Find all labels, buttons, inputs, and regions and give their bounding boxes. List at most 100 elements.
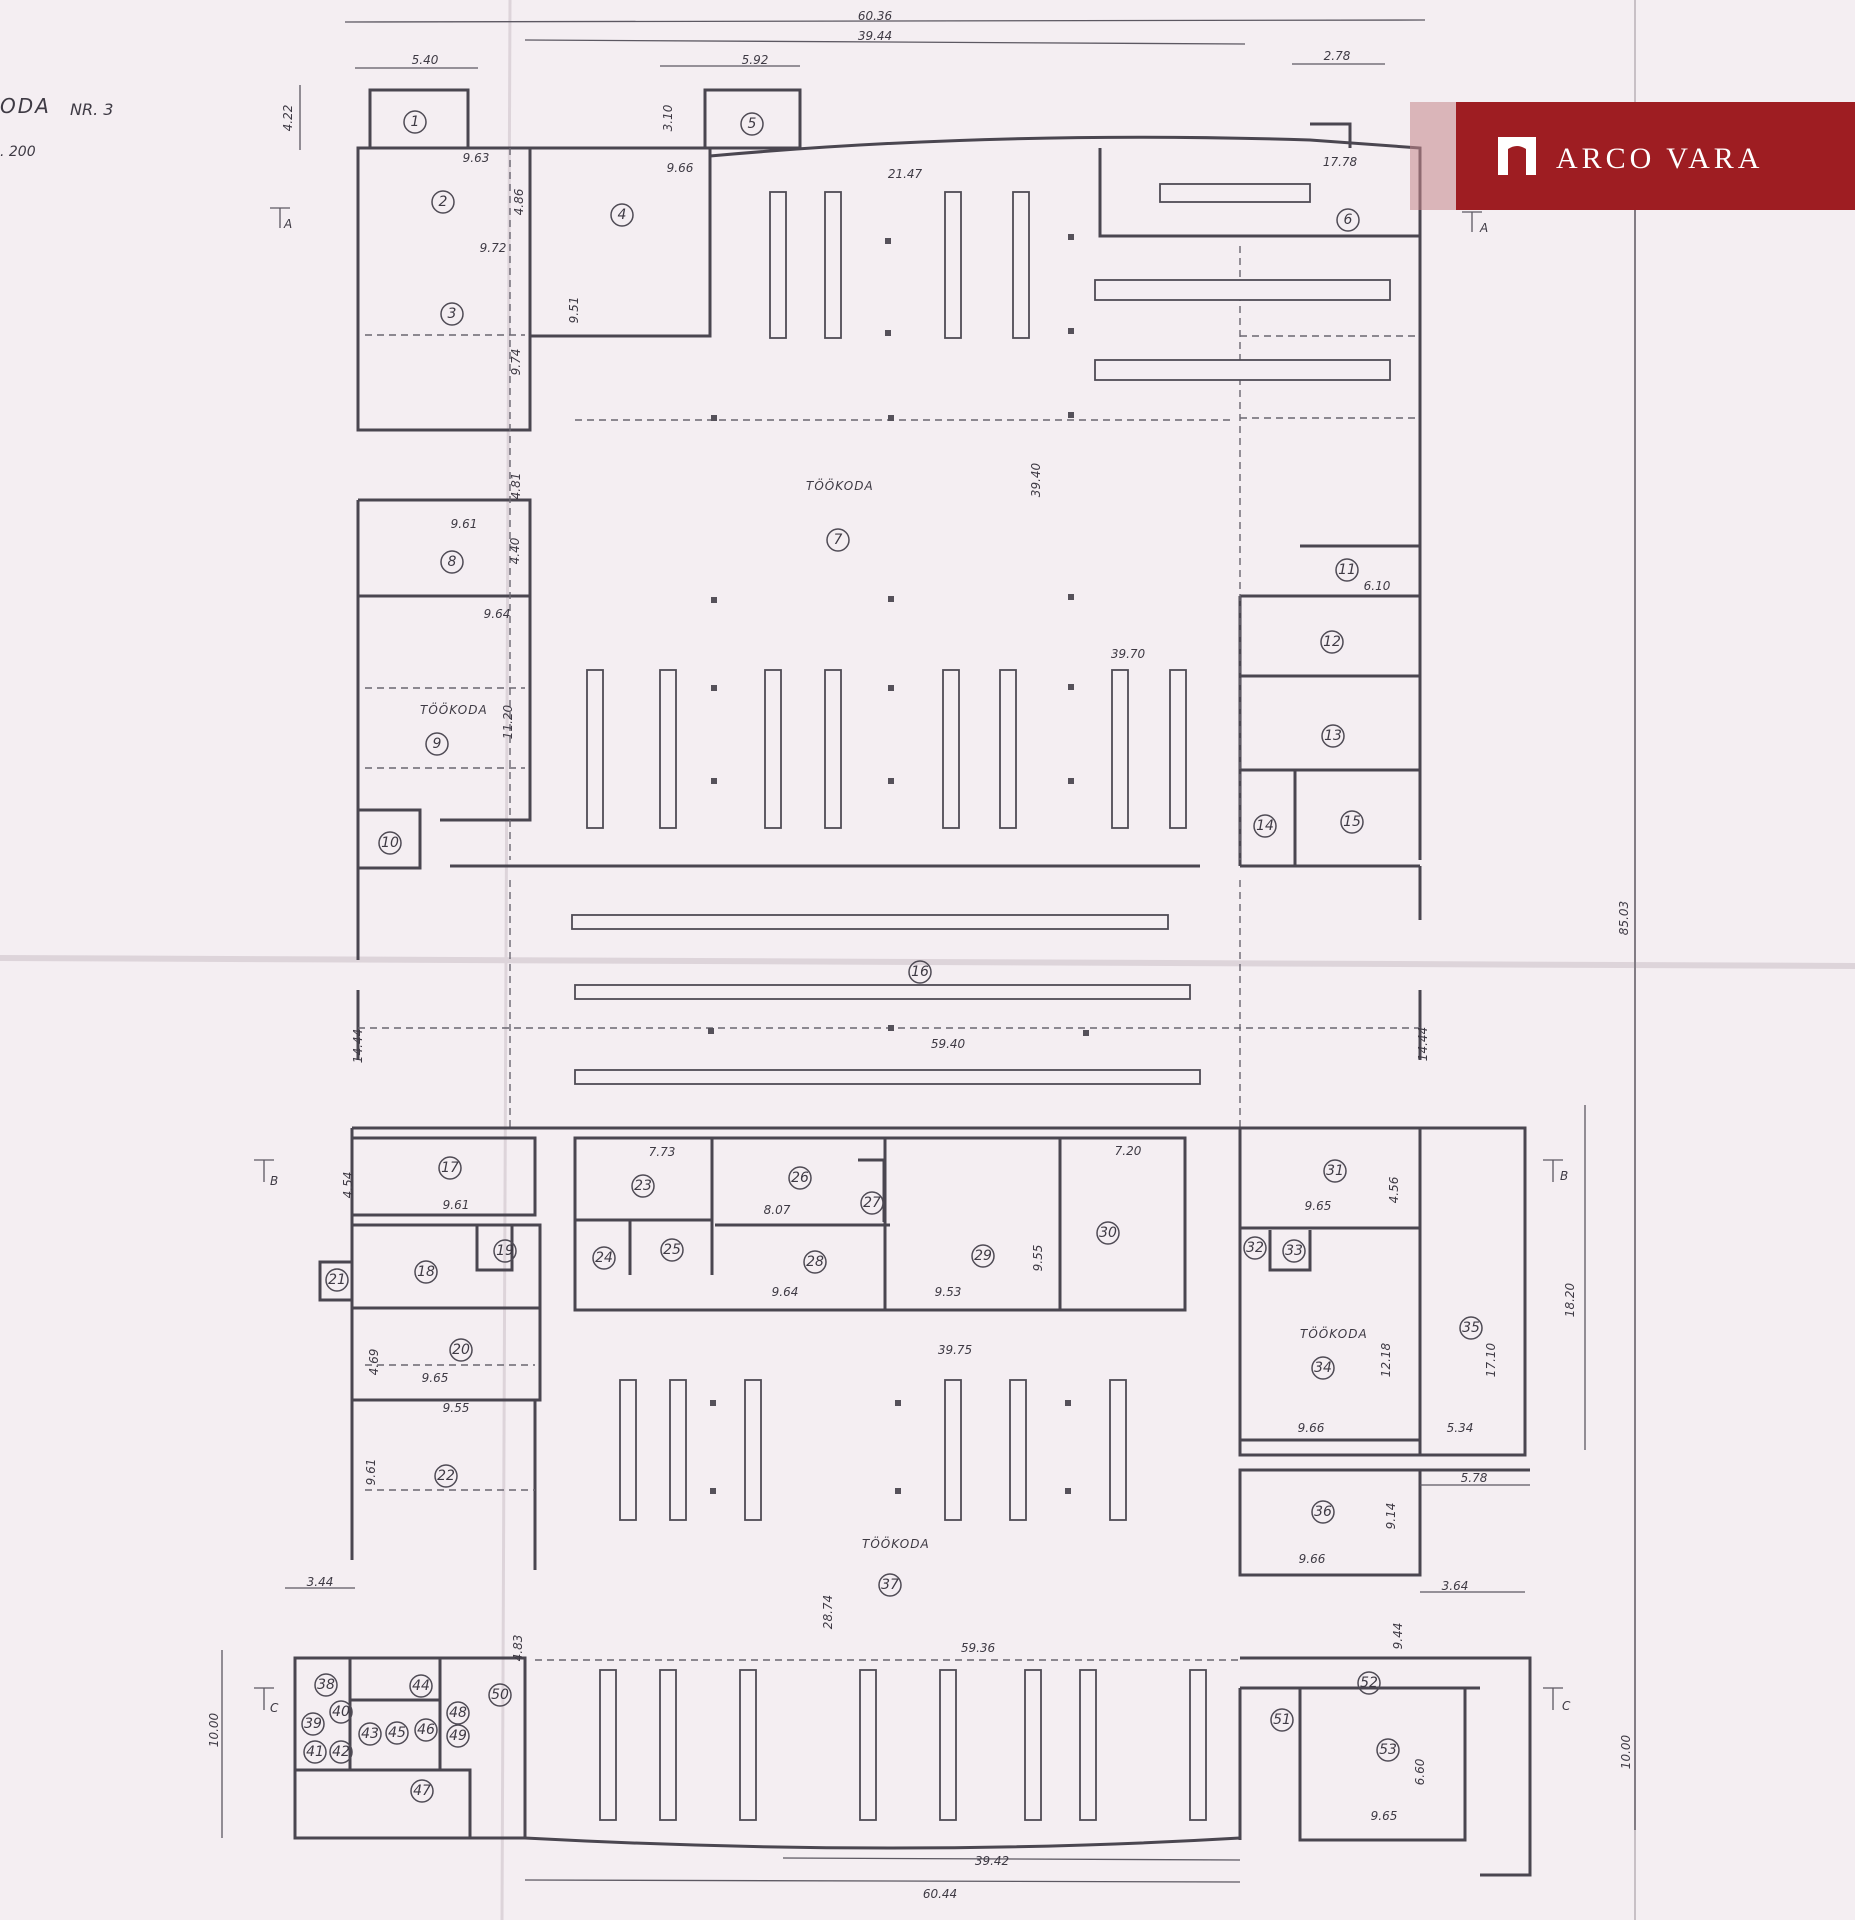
room-circle-24 — [592, 1246, 616, 1270]
room-number-50: 50 — [491, 1687, 509, 1703]
dimension-wall-1: 4.22 — [281, 105, 295, 132]
room-number-9: 9 — [433, 736, 442, 752]
room-circle-11 — [1335, 558, 1359, 582]
room-number-21: 21 — [328, 1272, 346, 1288]
dimension-r35: 5.34 — [1447, 1421, 1474, 1435]
room-number-27: 27 — [863, 1195, 881, 1211]
room-number-17: 17 — [441, 1160, 459, 1176]
dimension-r31: 9.65 — [1305, 1199, 1332, 1213]
room-number-13: 13 — [1324, 728, 1342, 744]
room-number-26: 26 — [791, 1170, 809, 1186]
room-number-42: 42 — [332, 1744, 350, 1760]
section-mark-b-right: B — [1560, 1169, 1569, 1183]
room-number-3: 3 — [448, 306, 457, 322]
room-circle-53 — [1376, 1738, 1400, 1762]
dimension-r9: 9.64 — [484, 607, 511, 621]
dimension-r17-side: 4.54 — [341, 1172, 355, 1199]
dimension-wall-5: 3.10 — [661, 104, 675, 131]
room-number-44: 44 — [412, 1678, 430, 1694]
room-number-22: 22 — [437, 1468, 455, 1484]
room-number-25: 25 — [663, 1242, 681, 1258]
dimension-r20: 9.65 — [422, 1371, 449, 1385]
room-number-30: 30 — [1099, 1225, 1117, 1241]
section-marks — [254, 207, 1563, 1710]
room-circle-49 — [446, 1724, 470, 1748]
room-circle-23 — [631, 1174, 655, 1198]
dimension-r22-side: 9.61 — [364, 1459, 378, 1486]
dimension-r31-side: 4.56 — [1387, 1176, 1401, 1203]
room-number-31: 31 — [1326, 1163, 1344, 1179]
outer-walls — [356, 88, 1422, 960]
room-number-7: 7 — [834, 532, 843, 548]
room-number-53: 53 — [1379, 1742, 1397, 1758]
logo-backdrop — [1410, 102, 1456, 210]
room-circle-21 — [325, 1268, 349, 1292]
section-mark-c-left: C — [270, 1701, 279, 1715]
room-number-35: 35 — [1462, 1320, 1480, 1336]
dimension-corr-right: 14.44 — [1416, 1027, 1430, 1061]
room-circle-15 — [1340, 810, 1364, 834]
room-circle-41 — [303, 1740, 327, 1764]
dimension-corr-width: 59.40 — [931, 1037, 966, 1051]
room-number-4: 4 — [618, 207, 627, 223]
room-number-12: 12 — [1323, 634, 1341, 650]
dimension-overall-top: 60.36 — [858, 9, 893, 23]
section-mark-a-left: A — [283, 217, 293, 231]
room-circle-9 — [425, 732, 449, 756]
corridor-16 — [356, 880, 1422, 1128]
dimension-top-right: 2.78 — [1324, 49, 1351, 63]
room-number-20: 20 — [452, 1342, 470, 1358]
room-circle-42 — [329, 1740, 353, 1764]
room-number-47: 47 — [413, 1783, 431, 1799]
room-circle-17 — [438, 1156, 462, 1180]
room-circle-5 — [740, 112, 764, 136]
room-circle-30 — [1096, 1221, 1120, 1245]
drawing-scale: . 200 — [0, 144, 36, 160]
dimension-r34: 9.66 — [1298, 1421, 1325, 1435]
room-circle-1 — [403, 110, 427, 134]
brand-name: ARCO VARA — [1556, 142, 1764, 175]
room-circle-37 — [878, 1573, 902, 1597]
arco-vara-logo: ARCO VARA — [1456, 102, 1855, 210]
workshop-label-37: TÖÖKODA — [862, 1535, 930, 1551]
room-number-10: 10 — [381, 835, 399, 851]
room-number-28: 28 — [806, 1254, 824, 1270]
dimension-r29-side: 9.55 — [1031, 1245, 1045, 1272]
section-mark-b-left: B — [270, 1174, 279, 1188]
dimension-r8: 9.61 — [451, 517, 478, 531]
workshop-label-7: TÖÖKODA — [806, 477, 874, 493]
room-number-2: 2 — [439, 194, 448, 210]
room-circle-35 — [1459, 1316, 1483, 1340]
dimension-main-width: 39.70 — [1111, 647, 1146, 661]
dimension-right-h: 10.00 — [1619, 1734, 1633, 1769]
room-number-43: 43 — [361, 1726, 379, 1742]
dimension-bottom-hall: 59.36 — [961, 1641, 996, 1655]
room-circle-32 — [1243, 1236, 1267, 1260]
dimension-bottom-inner: 39.42 — [975, 1854, 1009, 1868]
room-number-29: 29 — [974, 1248, 992, 1264]
room-circle-13 — [1321, 724, 1345, 748]
room-number-37: 37 — [881, 1577, 899, 1593]
room-circle-12 — [1320, 630, 1344, 654]
room-circle-46 — [414, 1718, 438, 1742]
room-number-14: 14 — [1256, 818, 1274, 834]
room-number-32: 32 — [1246, 1240, 1264, 1256]
dimension-r9-side: 11.20 — [501, 704, 515, 739]
dimension-r3b: 9.51 — [567, 297, 581, 324]
room-circle-34 — [1311, 1356, 1335, 1380]
dashed-lines — [365, 148, 1420, 1491]
room-circle-16 — [908, 960, 932, 984]
dimension-top-mid: 5.92 — [742, 53, 769, 67]
dimension-r4: 9.66 — [667, 161, 694, 175]
room-number-18: 18 — [417, 1264, 435, 1280]
dimension-bl: 3.44 — [307, 1575, 334, 1589]
room-circle-43 — [358, 1722, 382, 1746]
room-number-36: 36 — [1314, 1504, 1332, 1520]
dimension-r35-side: 17.10 — [1484, 1342, 1498, 1377]
dimension-lines — [221, 19, 1636, 1883]
room-circle-10 — [378, 831, 402, 855]
dimension-r20-side: 4.69 — [367, 1349, 381, 1376]
bottom-block-walls — [293, 1656, 1532, 1877]
